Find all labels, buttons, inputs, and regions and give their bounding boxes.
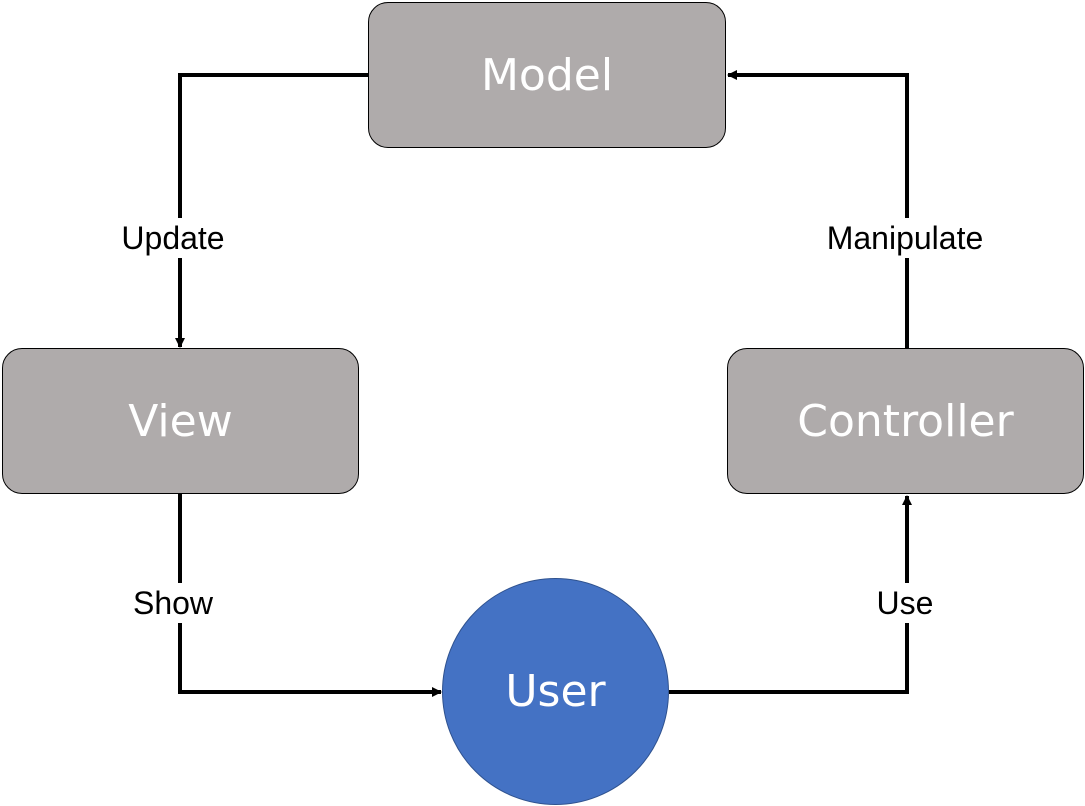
- use-arrow: [669, 495, 912, 694]
- manipulate-arrow: [727, 70, 909, 348]
- show-arrow: [178, 494, 442, 697]
- controller-label: Controller: [797, 395, 1014, 447]
- user-circle: User: [442, 578, 669, 805]
- user-label: User: [505, 666, 606, 717]
- view-label: View: [128, 395, 233, 447]
- model-label: Model: [480, 49, 614, 101]
- update-arrow: [175, 73, 369, 348]
- model-box: Model: [368, 2, 726, 148]
- update-label: Update: [119, 218, 227, 258]
- manipulate-label: Manipulate: [824, 218, 986, 258]
- use-label: Use: [874, 583, 936, 623]
- controller-box: Controller: [727, 348, 1084, 494]
- show-label: Show: [130, 583, 216, 623]
- view-box: View: [2, 348, 359, 494]
